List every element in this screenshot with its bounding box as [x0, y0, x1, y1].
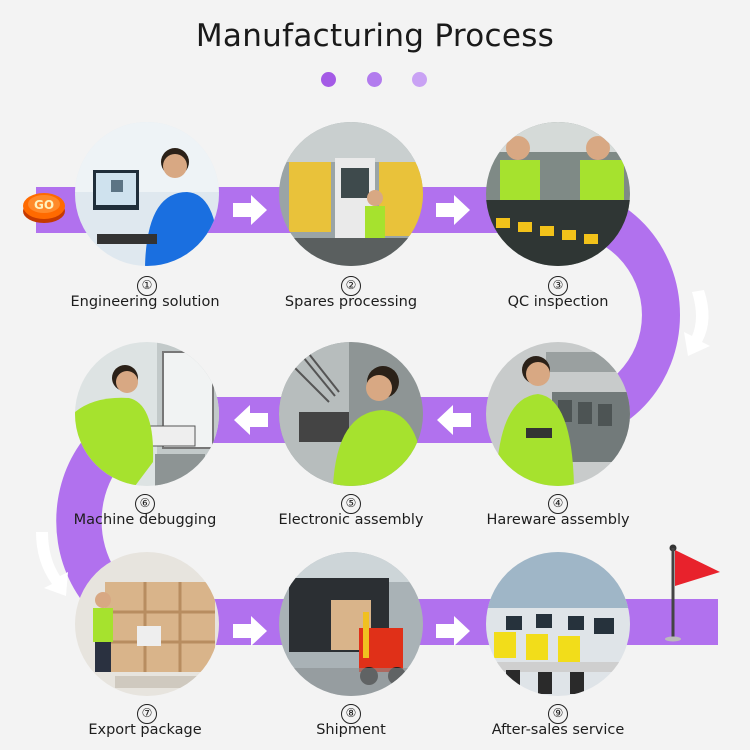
step-3-label: QC inspection: [507, 294, 609, 310]
step-3-number: ③: [548, 276, 568, 296]
step-4-label: Hareware assembly: [486, 512, 630, 528]
step-1-number: ①: [137, 276, 157, 296]
arrow-left-icon: [234, 405, 471, 435]
step-3-photo: [486, 122, 630, 266]
arrow-down-curve-icon: [36, 532, 68, 596]
arrow-right-icon: [233, 195, 470, 646]
step-7-photo: [75, 552, 219, 696]
decor-dot-2: [367, 72, 382, 87]
go-start-icon: GO: [23, 193, 65, 223]
step-8-label: Shipment: [316, 722, 386, 738]
step-9-label: After-sales service: [491, 722, 625, 738]
step-2-photo: [279, 122, 423, 266]
finish-flag-icon: [665, 544, 720, 642]
step-9-number: ⑨: [548, 704, 568, 724]
step-6-label: Machine debugging: [73, 512, 217, 528]
step-4-number: ④: [548, 494, 568, 514]
step-9-photo: [486, 552, 630, 696]
step-5-number: ⑤: [341, 494, 361, 514]
step-6-photo: [75, 342, 219, 486]
page-title: Manufacturing Process: [195, 18, 555, 54]
go-label: GO: [34, 198, 54, 212]
step-6-number: ⑥: [135, 494, 155, 514]
decor-dot-1: [321, 72, 336, 87]
step-4-photo: [486, 342, 630, 486]
step-5-label: Electronic assembly: [278, 512, 424, 528]
step-2-number: ②: [341, 276, 361, 296]
step-5-photo: [279, 342, 423, 486]
step-2-label: Spares processing: [284, 294, 418, 310]
step-8-photo: [279, 552, 423, 696]
step-7-number: ⑦: [137, 704, 157, 724]
step-8-number: ⑧: [341, 704, 361, 724]
arrow-down-curve-icon: [684, 290, 710, 356]
step-1-photo: [75, 122, 219, 266]
step-7-label: Export package: [88, 722, 202, 738]
step-1-label: Engineering solution: [70, 294, 220, 310]
decor-dot-3: [412, 72, 427, 87]
